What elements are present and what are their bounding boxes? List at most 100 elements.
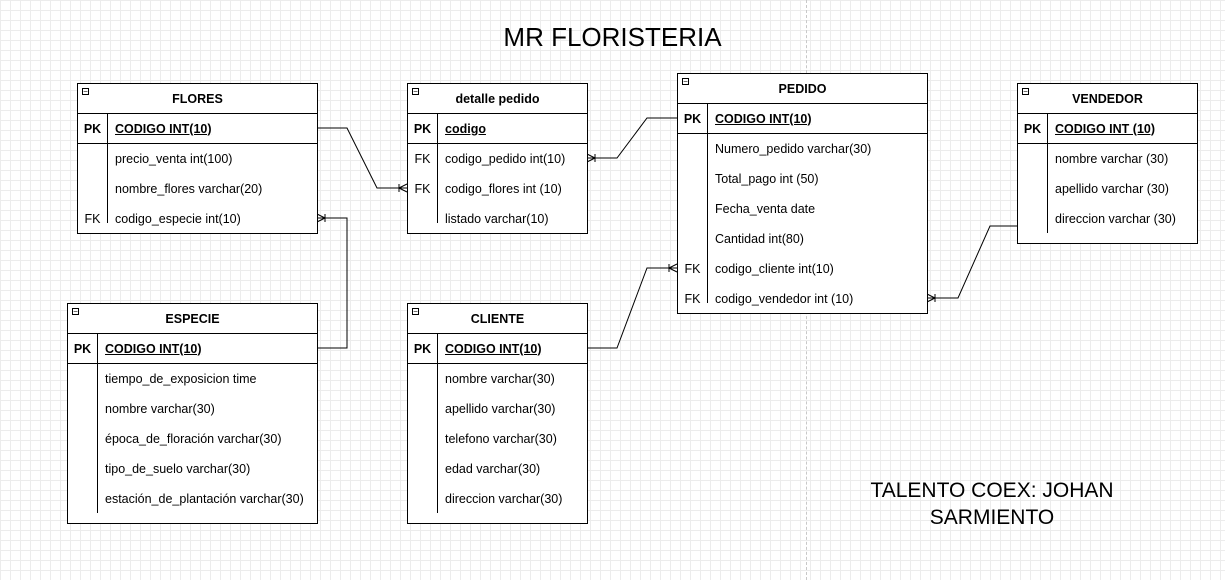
key-column-divider	[707, 104, 708, 303]
entity-detalle-pedido[interactable]: − detalle pedido PK codigo FK codigo_pedid…	[407, 83, 588, 234]
entity-row[interactable]: Fecha_venta date	[678, 194, 927, 224]
field-label: codigo_cliente int(10)	[715, 262, 834, 276]
diagram-title: MR FLORISTERIA	[503, 22, 722, 52]
field-label: nombre varchar(30)	[445, 372, 555, 386]
relation-detalle-pedido	[586, 117, 677, 163]
entity-title: PEDIDO	[678, 74, 927, 104]
entity-row[interactable]: PK CODIGO INT(10)	[78, 114, 317, 144]
collapse-icon[interactable]: −	[412, 307, 419, 316]
field-label: tiempo_de_exposicion time	[105, 372, 257, 386]
key-column-divider	[437, 114, 438, 223]
field-label: CODIGO INT(10)	[105, 341, 202, 356]
entity-row[interactable]: estación_de_plantación varchar(30)	[68, 484, 317, 514]
entity-vendedor[interactable]: − VENDEDOR PK CODIGO INT (10) nombre varc…	[1017, 83, 1198, 244]
entity-row[interactable]: PK codigo	[408, 114, 587, 144]
entity-row[interactable]: nombre_flores varchar(20)	[78, 174, 317, 204]
field-label: codigo_especie int(10)	[115, 212, 241, 226]
field-label: CODIGO INT(10)	[445, 341, 542, 356]
entity-especie[interactable]: − ESPECIE PK CODIGO INT(10) tiempo_de_exp…	[67, 303, 318, 524]
entity-row[interactable]: nombre varchar(30)	[68, 394, 317, 424]
key-label: PK	[83, 121, 102, 136]
entity-row[interactable]: listado varchar(10)	[408, 204, 587, 234]
field-label: Fecha_venta date	[715, 202, 816, 216]
field-label: codigo	[445, 121, 486, 136]
field-label: telefono varchar(30)	[445, 432, 557, 446]
field-label: listado varchar(10)	[445, 212, 549, 226]
field-label: Total_pago int (50)	[715, 172, 819, 186]
key-column-divider	[97, 334, 98, 513]
field-label: estación_de_plantación varchar(30)	[105, 492, 304, 506]
key-label: FK	[414, 182, 431, 196]
key-label: FK	[84, 212, 101, 226]
field-label: codigo_vendedor int (10)	[715, 292, 854, 306]
entity-row[interactable]: Numero_pedido varchar(30)	[678, 134, 927, 164]
entity-row[interactable]: Cantidad int(80)	[678, 224, 927, 254]
entity-title: detalle pedido	[408, 84, 587, 114]
entity-row[interactable]: apellido varchar(30)	[408, 394, 587, 424]
relation-vendedor-pedido	[926, 225, 1017, 303]
key-label: FK	[684, 262, 701, 276]
entity-row[interactable]: PK CODIGO INT(10)	[408, 334, 587, 364]
field-label: nombre_flores varchar(20)	[115, 182, 263, 196]
entity-title: FLORES	[78, 84, 317, 114]
collapse-icon[interactable]: −	[1022, 87, 1029, 96]
key-label: PK	[1023, 121, 1042, 136]
field-label: direccion varchar (30)	[1055, 212, 1176, 226]
field-label: apellido varchar(30)	[445, 402, 556, 416]
entity-row[interactable]: FK codigo_vendedor int (10)	[678, 284, 927, 314]
entity-title: VENDEDOR	[1018, 84, 1197, 114]
field-label: direccion varchar(30)	[445, 492, 563, 506]
entity-row[interactable]: nombre varchar (30)	[1018, 144, 1197, 174]
field-label: CODIGO INT(10)	[115, 121, 212, 136]
entity-row[interactable]: precio_venta int(100)	[78, 144, 317, 174]
key-column-divider	[1047, 114, 1048, 233]
field-label: codigo_pedido int(10)	[445, 152, 566, 166]
collapse-icon[interactable]: −	[72, 307, 79, 316]
relation-especie-flores	[316, 213, 348, 349]
entity-row[interactable]: FK codigo_pedido int(10)	[408, 144, 587, 174]
key-label: FK	[684, 292, 701, 306]
entity-row[interactable]: apellido varchar (30)	[1018, 174, 1197, 204]
entity-flores[interactable]: − FLORES PK CODIGO INT(10) precio_venta i…	[77, 83, 318, 234]
entity-row[interactable]: FK codigo_cliente int(10)	[678, 254, 927, 284]
entity-title: CLIENTE	[408, 304, 587, 334]
entity-row[interactable]: nombre varchar(30)	[408, 364, 587, 394]
entity-row[interactable]: direccion varchar(30)	[408, 484, 587, 514]
entity-row[interactable]: PK CODIGO INT (10)	[1018, 114, 1197, 144]
entity-row[interactable]: edad varchar(30)	[408, 454, 587, 484]
field-label: nombre varchar (30)	[1055, 152, 1169, 166]
key-label: PK	[73, 341, 92, 356]
key-label: FK	[414, 152, 431, 166]
relation-cliente-pedido	[587, 263, 678, 349]
entity-row[interactable]: telefono varchar(30)	[408, 424, 587, 454]
entity-cliente[interactable]: − CLIENTE PK CODIGO INT(10) nombre varcha…	[407, 303, 588, 524]
field-label: Numero_pedido varchar(30)	[715, 142, 872, 156]
field-label: apellido varchar (30)	[1055, 182, 1169, 196]
entity-row[interactable]: direccion varchar (30)	[1018, 204, 1197, 234]
field-label: Cantidad int(80)	[715, 232, 804, 246]
entity-row[interactable]: PK CODIGO INT(10)	[68, 334, 317, 364]
key-label: PK	[413, 341, 432, 356]
entity-row[interactable]: época_de_floración varchar(30)	[68, 424, 317, 454]
field-label: tipo_de_suelo varchar(30)	[105, 462, 251, 476]
key-label: PK	[683, 111, 702, 126]
entity-row[interactable]: Total_pago int (50)	[678, 164, 927, 194]
collapse-icon[interactable]: −	[412, 87, 419, 96]
key-column-divider	[107, 114, 108, 223]
collapse-icon[interactable]: −	[82, 87, 89, 96]
entity-row[interactable]: tipo_de_suelo varchar(30)	[68, 454, 317, 484]
field-label: época_de_floración varchar(30)	[105, 432, 282, 446]
field-label: CODIGO INT (10)	[1055, 121, 1156, 136]
collapse-icon[interactable]: −	[682, 77, 689, 86]
entity-row[interactable]: tiempo_de_exposicion time	[68, 364, 317, 394]
entity-row[interactable]: FK codigo_especie int(10)	[78, 204, 317, 234]
field-label: nombre varchar(30)	[105, 402, 215, 416]
entity-title: ESPECIE	[68, 304, 317, 334]
field-label: edad varchar(30)	[445, 462, 541, 476]
relation-flores-detalle	[317, 127, 408, 193]
key-label: PK	[413, 121, 432, 136]
